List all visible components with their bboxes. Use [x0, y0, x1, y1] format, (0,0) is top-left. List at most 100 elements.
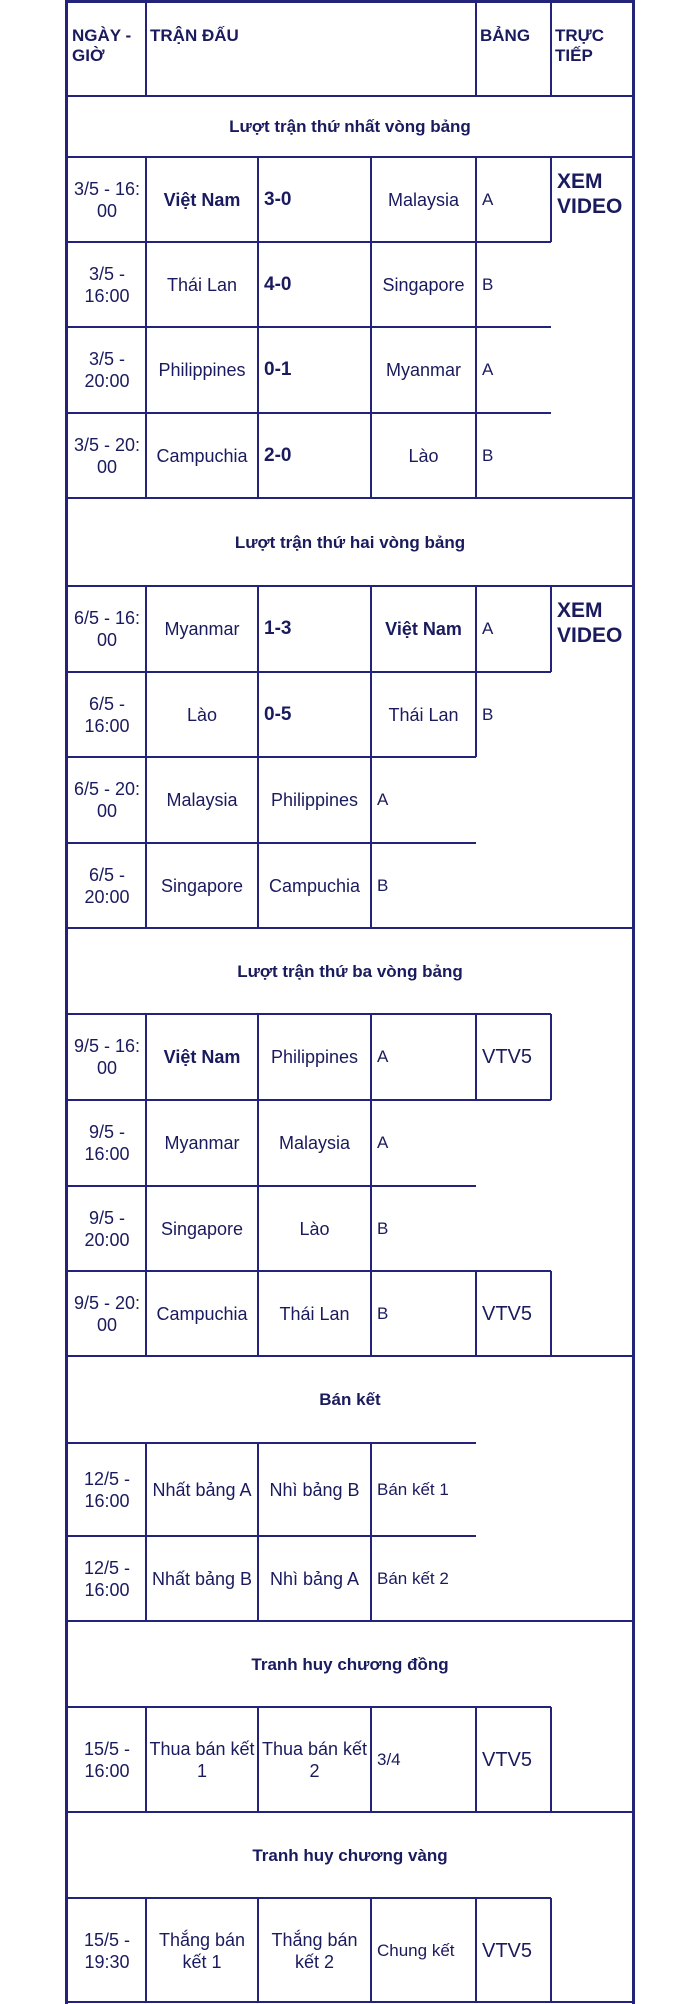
away-team: Việt Nam	[385, 619, 462, 639]
home-team: Việt Nam	[163, 1047, 241, 1067]
grid-line	[68, 1013, 371, 1015]
grid-line	[475, 0, 477, 96]
match-group: A	[482, 189, 494, 209]
match-date: 6/5 - 16:00	[84, 693, 130, 736]
match-group: A	[377, 1047, 389, 1066]
match-date: 3/5 - 16: 00	[73, 178, 141, 221]
away-team: Thái Lan	[388, 704, 459, 725]
grid-line	[257, 1443, 259, 1621]
header-match: TRẬN ĐẤU	[150, 26, 239, 45]
grid-line	[68, 1099, 551, 1101]
match-date: 6/5 - 20: 00	[73, 779, 141, 821]
match-date: 9/5 - 20:00	[84, 1207, 130, 1250]
section-title: Bán kết	[319, 1390, 381, 1409]
grid-line	[257, 1707, 259, 1812]
grid-line	[68, 1706, 551, 1708]
section-title: Lượt trận thứ ba vòng bảng	[237, 961, 463, 981]
home-team: Campuchia	[156, 445, 248, 466]
grid-line	[68, 1270, 551, 1272]
away-team: Thái Lan	[279, 1303, 350, 1324]
match-score: 0-1	[264, 359, 292, 380]
match-group: A	[377, 790, 389, 809]
away-team: Malaysia	[278, 1133, 351, 1153]
match-score: 4-0	[264, 273, 292, 295]
grid-line	[68, 842, 476, 844]
away-team: Malaysia	[387, 189, 460, 210]
watch-video-link[interactable]: XEM VIDEO	[557, 599, 623, 647]
home-team: Campuchia	[156, 1303, 248, 1324]
match-group: A	[482, 360, 494, 379]
grid-line	[68, 1897, 551, 1899]
home-team: Nhất bảng A	[152, 1479, 252, 1500]
grid-line	[68, 0, 632, 3]
match-stage: Bán kết 2	[377, 1568, 449, 1588]
grid-line	[145, 1443, 147, 1621]
section-title: Lượt trận thứ hai vòng bảng	[234, 532, 466, 552]
grid-line	[370, 1707, 372, 1812]
away-team: Nhì bảng B	[269, 1479, 360, 1500]
match-group: B	[482, 445, 494, 465]
grid-line	[68, 1442, 476, 1444]
home-team: Singapore	[160, 1218, 244, 1239]
match-group: A	[377, 1133, 389, 1152]
home-team: Thái Lan	[166, 274, 238, 295]
away-team: Philippines	[270, 1047, 359, 1067]
home-team: Lào	[186, 704, 218, 725]
section-title: Tranh huy chương vàng	[252, 1845, 448, 1865]
home-team: Thua bán kết 1	[149, 1738, 255, 1781]
match-group: B	[482, 274, 494, 294]
away-team: Philippines	[270, 790, 359, 810]
match-date: 12/5 - 16:00	[83, 1557, 131, 1600]
broadcast-channel: VTV5	[482, 1748, 533, 1771]
header-live: TRỰC TIẾP	[555, 26, 605, 65]
grid-line	[68, 1620, 632, 1622]
away-team: Lào	[408, 445, 439, 466]
match-stage: Bán kết 1	[377, 1479, 449, 1499]
grid-line	[68, 1535, 476, 1537]
broadcast-channel: VTV5	[482, 1939, 533, 1962]
watch-video-link[interactable]: XEM VIDEO	[557, 170, 623, 218]
grid-line	[145, 1707, 147, 1812]
home-team: Việt Nam	[163, 189, 241, 210]
home-team: Malaysia	[166, 790, 238, 810]
home-team: Myanmar	[164, 1133, 240, 1153]
home-team: Myanmar	[164, 619, 240, 639]
grid-line	[68, 326, 551, 328]
grid-line	[68, 156, 632, 158]
match-group: B	[377, 1303, 389, 1323]
grid-line	[68, 1811, 632, 1813]
grid-line	[550, 1014, 552, 1100]
match-group: A	[482, 619, 494, 638]
grid-line	[68, 1185, 476, 1187]
match-stage: 3/4	[377, 1749, 401, 1769]
match-date: 6/5 - 16: 00	[73, 608, 141, 650]
match-score: 0-5	[264, 703, 292, 725]
match-score: 3-0	[264, 188, 292, 210]
match-group: B	[482, 704, 494, 724]
home-team: Thắng bán kết 1	[158, 1929, 246, 1972]
grid-line	[550, 586, 552, 672]
grid-line	[475, 1707, 477, 1812]
home-team: Singapore	[160, 875, 244, 896]
grid-line	[257, 1898, 259, 2003]
grid-line	[68, 497, 632, 499]
match-date: 9/5 - 16:00	[84, 1122, 130, 1164]
grid-line	[370, 1443, 372, 1621]
away-team: Thắng bán kết 2	[271, 1929, 358, 1972]
home-team: Philippines	[158, 360, 246, 380]
match-date: 6/5 - 20:00	[84, 864, 130, 907]
broadcast-channel: VTV5	[482, 1046, 533, 1068]
grid-line	[370, 1898, 372, 2003]
grid-line	[145, 1898, 147, 2003]
away-team: Campuchia	[268, 875, 361, 896]
grid-line	[68, 585, 632, 587]
section-title: Lượt trận thứ nhất vòng bảng	[229, 117, 471, 136]
match-date: 12/5 - 16:00	[83, 1468, 131, 1511]
grid-line	[68, 241, 551, 243]
match-date: 9/5 - 20: 00	[73, 1292, 141, 1335]
section-title: Tranh huy chương đồng	[251, 1654, 449, 1674]
away-team: Myanmar	[385, 360, 461, 380]
match-date: 15/5 - 19:30	[83, 1929, 131, 1972]
grid-line	[68, 412, 551, 414]
